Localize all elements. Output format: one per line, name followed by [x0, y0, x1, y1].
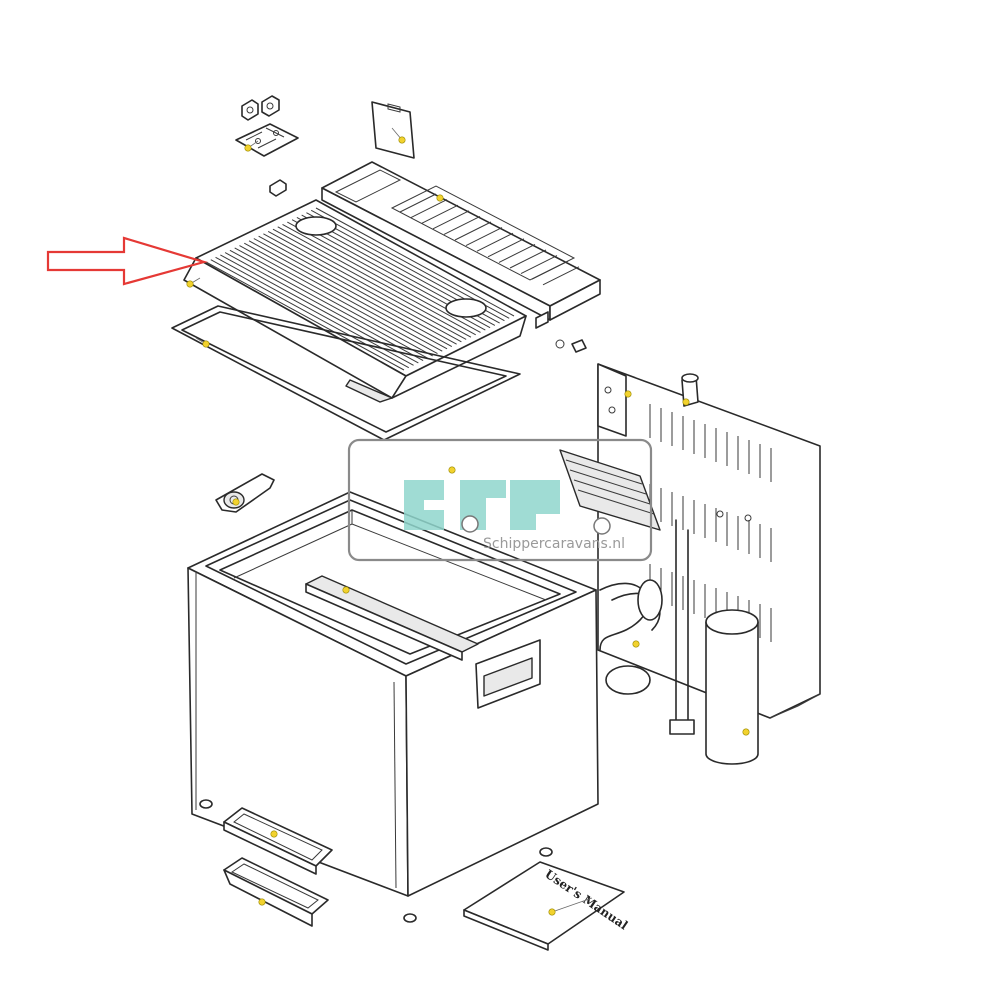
drain-cover-plate [371, 101, 415, 159]
lid-rib [267, 231, 467, 340]
vent-slat [454, 221, 492, 241]
part-markers [186, 127, 750, 916]
part-marker [258, 898, 266, 906]
part-marker [632, 640, 640, 648]
lid-rib [258, 235, 457, 345]
lid-rib [244, 242, 443, 352]
lid-rib [234, 247, 433, 357]
part-marker [448, 466, 456, 474]
lid-rib [229, 249, 429, 359]
drip-tray [223, 857, 329, 927]
lid-rib [224, 252, 424, 362]
manual-booklet: User's Manual [463, 861, 631, 951]
lid-rib [210, 259, 410, 369]
feet [199, 799, 553, 923]
lid-rib [205, 261, 405, 371]
vent-slat [531, 260, 569, 280]
lid-rib [282, 223, 481, 333]
part-marker [186, 280, 194, 288]
vent-slat [443, 215, 481, 235]
part-marker [270, 830, 278, 838]
lid-rib [272, 228, 472, 338]
vent-slat [465, 227, 503, 247]
control-panel-top-unit [321, 161, 601, 353]
lid-gasket [171, 305, 521, 441]
lid-rib [253, 238, 453, 347]
part-marker [624, 390, 632, 398]
vent-slat [476, 232, 514, 252]
vent-slat [498, 243, 536, 263]
part-marker [548, 908, 556, 916]
part-marker [232, 498, 240, 506]
cabinet [187, 491, 599, 897]
lid-rib [315, 207, 515, 317]
vent-slat [421, 204, 459, 224]
cooling-unit-back-panel [559, 363, 821, 735]
part-marker [244, 144, 252, 152]
watermark: Schippercaravans.nl [347, 438, 653, 562]
gas-cylinder-cover [705, 609, 759, 765]
vent-slat [487, 238, 525, 258]
lid-rib [239, 245, 438, 355]
lid-handle [215, 473, 275, 513]
vent-slat [399, 193, 437, 213]
lid-rib [277, 226, 476, 336]
vent-slat [509, 249, 547, 269]
vent-slat [542, 266, 580, 286]
vent-slat [410, 199, 448, 219]
part-marker [342, 586, 350, 594]
watermark-text: Schippercaravans.nl [483, 536, 625, 552]
lid-rib [248, 240, 448, 350]
side-handle [475, 639, 541, 709]
vent-slat [520, 255, 558, 275]
part-marker [398, 136, 406, 144]
part-marker [682, 398, 690, 406]
vent-slat [432, 210, 470, 230]
inner-liner-divider [305, 575, 479, 661]
lid-rib [220, 254, 419, 364]
leader-line [551, 897, 593, 913]
callout-arrow [46, 236, 208, 286]
part-marker [742, 728, 750, 736]
part-marker [202, 340, 210, 348]
base-tray [223, 807, 333, 875]
part-marker [436, 194, 444, 202]
vent-slats [399, 193, 580, 286]
lid-rib [263, 233, 462, 343]
